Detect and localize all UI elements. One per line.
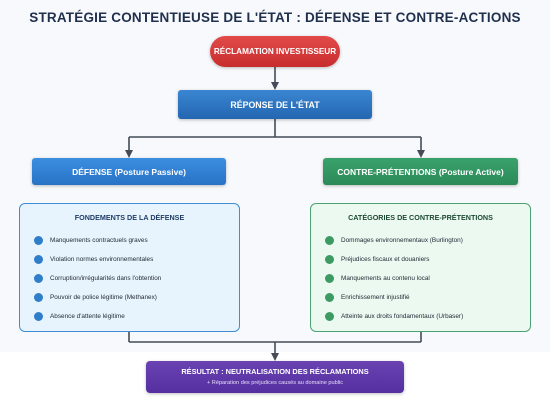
defense-item-label: Corruption/irrégularités dans l'obtentio… (50, 274, 162, 282)
counter-claims-item: Manquements au contenu local (325, 272, 430, 284)
counter-claims-item-label: Dommages environnementaux (Burlington) (341, 236, 463, 244)
bullet-dot-icon (34, 311, 43, 321)
defense-item: Violation normes environnementales (34, 253, 153, 265)
defense-header: DÉFENSE (Posture Passive) (32, 158, 226, 185)
counter-claims-item: Atteinte aux droits fondamentaux (Urbase… (325, 310, 463, 322)
defense-item: Manquements contractuels graves (34, 234, 148, 246)
counter-claims-item-label: Préjudices fiscaux et douaniers (341, 255, 430, 263)
result-node: RÉSULTAT : NEUTRALISATION DES RÉCLAMATIO… (146, 361, 404, 393)
defense-panel: FONDEMENTS DE LA DÉFENSE Manquements con… (19, 203, 240, 332)
bullet-dot-icon (34, 254, 43, 264)
counter-claims-item: Préjudices fiscaux et douaniers (325, 253, 429, 265)
defense-item: Absence d'attente légitime (34, 310, 125, 322)
bullet-dot-icon (325, 254, 334, 264)
response-node: RÉPONSE DE L'ÉTAT (178, 90, 372, 119)
counter-claims-panel-title: CATÉGORIES DE CONTRE-PRÉTENTIONS (348, 213, 493, 222)
defense-panel-title: FONDEMENTS DE LA DÉFENSE (74, 213, 185, 222)
counter-claims-item-label: Manquements au contenu local (341, 274, 430, 282)
defense-item-label: Pouvoir de police légitime (Methanex) (50, 293, 157, 301)
bullet-dot-icon (325, 235, 334, 245)
counter-claims-item-label: Atteinte aux droits fondamentaux (Urbase… (341, 312, 464, 320)
counter-claims-header: CONTRE-PRÉTENTIONS (Posture Active) (323, 158, 518, 185)
counter-claims-item: Dommages environnementaux (Burlington) (325, 234, 463, 246)
defense-item-label: Manquements contractuels graves (50, 236, 148, 244)
defense-item-label: Violation normes environnementales (50, 255, 154, 263)
bullet-dot-icon (325, 292, 334, 302)
result-title: RÉSULTAT : NEUTRALISATION DES RÉCLAMATIO… (181, 367, 369, 376)
bullet-dot-icon (325, 311, 334, 321)
claim-node: RÉCLAMATION INVESTISSEUR (210, 36, 340, 67)
defense-item: Pouvoir de police légitime (Methanex) (34, 291, 157, 303)
result-subtitle: + Réparation des préjudices causés au do… (206, 380, 344, 386)
bullet-dot-icon (34, 292, 43, 302)
bullet-dot-icon (34, 235, 43, 245)
defense-item: Corruption/irrégularités dans l'obtentio… (34, 272, 161, 284)
bullet-dot-icon (34, 273, 43, 283)
counter-claims-item: Enrichissement injustifié (325, 291, 410, 303)
bullet-dot-icon (325, 273, 334, 283)
defense-item-label: Absence d'attente légitime (50, 312, 125, 320)
counter-claims-item-label: Enrichissement injustifié (341, 293, 410, 301)
counter-claims-panel: CATÉGORIES DE CONTRE-PRÉTENTIONS Dommage… (310, 203, 531, 332)
diagram-title: STRATÉGIE CONTENTIEUSE DE L'ÉTAT : DÉFEN… (29, 10, 521, 25)
